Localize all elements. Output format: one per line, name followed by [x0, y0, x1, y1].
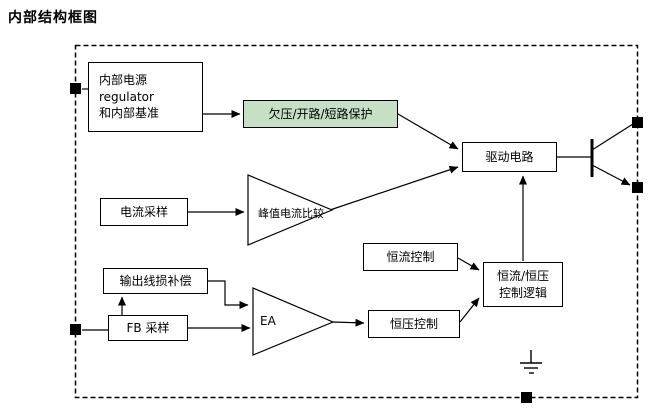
protection-label: 欠压/开路/短路保护 [268, 106, 373, 121]
drive-circuit-label: 驱动电路 [485, 149, 534, 164]
cc-control-block: 恒流控制 [363, 243, 458, 271]
cc-cv-logic-line2: 控制逻辑 [498, 285, 547, 300]
chip-boundary [74, 44, 639, 399]
peak-comparator-label: 峰值电流比较 [258, 207, 324, 220]
current-sample-label: 电流采样 [119, 204, 168, 219]
arrow-protection-to-drive [397, 113, 459, 150]
cv-control-block: 恒压控制 [368, 310, 460, 338]
internal-power-block: 内部电源 regulator 和内部基准 [88, 62, 203, 132]
internal-power-line1: 内部电源 [99, 72, 148, 87]
pin-pads [70, 83, 643, 403]
pin-collector [632, 117, 643, 128]
pin-emitter [632, 182, 643, 193]
fb-sample-block: FB 采样 [108, 315, 188, 341]
pin-ground [521, 392, 532, 403]
error-amp-label: EA [260, 314, 276, 328]
transistor-icon [590, 123, 634, 186]
current-sample-block: 电流采样 [100, 198, 188, 226]
line-loss-compensation-label: 输出线损补偿 [119, 273, 192, 288]
drive-circuit-block: 驱动电路 [462, 142, 557, 172]
line-loss-compensation-block: 输出线损补偿 [103, 268, 208, 294]
connectors [82, 88, 592, 332]
arrow-lineloss-to-ea [208, 280, 249, 309]
pin-fb [70, 324, 81, 335]
internal-power-line3: 和内部基准 [99, 106, 160, 121]
arrow-ea-to-cv [332, 318, 365, 327]
cc-cv-logic-block: 恒流/恒压 控制逻辑 [483, 262, 563, 307]
page-title: 内部结构框图 [8, 10, 98, 26]
arrow-comparator-to-drive [329, 165, 459, 211]
fb-sample-label: FB 采样 [126, 320, 170, 335]
transistor-emitter-wire [591, 164, 631, 186]
internal-power-line2: regulator [99, 89, 154, 104]
error-amp-triangle [252, 287, 335, 356]
cc-control-label: 恒流控制 [386, 249, 435, 264]
pin-top-left [70, 83, 81, 94]
peak-comparator-triangle [247, 174, 334, 246]
protection-box: 欠压/开路/短路保护 [243, 100, 398, 128]
ground-icon [520, 350, 542, 374]
arrow-cv-to-logic [459, 297, 480, 323]
cc-cv-logic-line1: 恒流/恒压 [496, 268, 550, 283]
arrow-cc-to-logic [457, 257, 480, 271]
transistor-collector-wire [591, 123, 634, 151]
cv-control-label: 恒压控制 [389, 316, 438, 331]
